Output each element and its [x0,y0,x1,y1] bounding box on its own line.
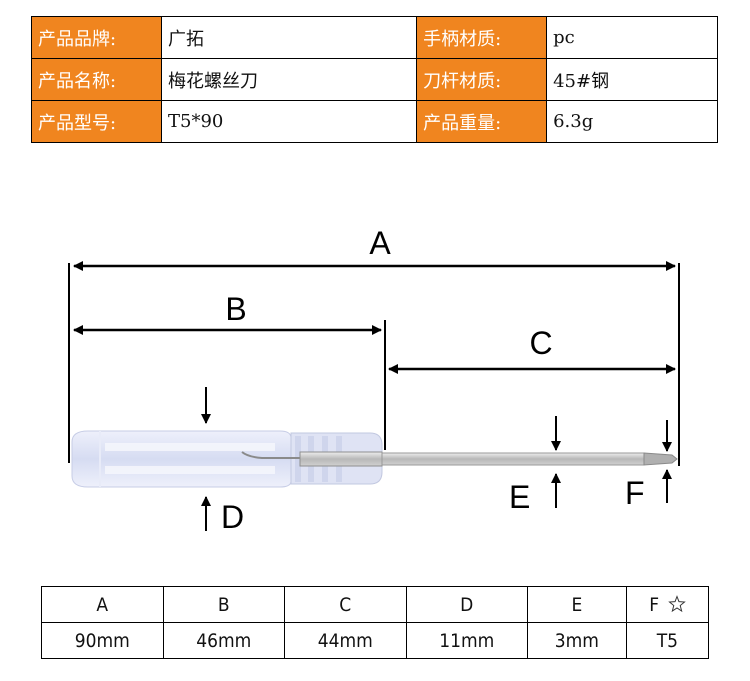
dimension-e-label: E [509,479,530,515]
dimension-header-e: E [527,586,627,623]
dimension-d-label: D [221,499,244,535]
dimension-header-b: B [162,586,285,623]
dimension-header-c: C [284,586,407,623]
dimension-value-a: 90mm [41,622,164,659]
dimension-value-c: 44mm [284,622,407,659]
product-name-value: 梅花螺丝刀 [160,58,418,101]
weight-label: 产品重量: [416,100,548,143]
dimension-value-b: 46mm [162,622,285,659]
spec-row: 产品品牌: 广拓 手柄材质: pc [31,16,718,59]
weight-value: 6.3g [546,100,718,143]
dimension-header-a: A [41,586,164,623]
dimension-value-row: 90mm 46mm 44mm 11mm 3mm T5 [41,622,710,659]
dimension-value-e: 3mm [527,622,627,659]
dimension-value-f: T5 [625,622,710,659]
spec-table: 产品品牌: 广拓 手柄材质: pc 产品名称: 梅花螺丝刀 刀杆材质: 45#钢… [31,16,718,143]
brand-label: 产品品牌: [31,16,162,59]
shaft-material-value: 45#钢 [546,58,718,101]
spec-row: 产品型号: T5*90 产品重量: 6.3g [31,100,718,143]
dimension-value-d: 11mm [405,622,528,659]
shaft-material-label: 刀杆材质: [416,58,548,101]
spec-row: 产品名称: 梅花螺丝刀 刀杆材质: 45#钢 [31,58,718,101]
brand-value: 广拓 [160,16,418,59]
screwdriver-shaft [241,451,678,467]
dimension-f-label: F [625,475,645,511]
product-name-label: 产品名称: [31,58,162,101]
dimension-header-d: D [405,586,528,623]
dimension-header-f-cell: F [625,586,710,623]
dimension-c-label: C [529,325,552,361]
dimension-a-label: A [369,225,391,261]
handle-material-value: pc [546,16,718,59]
dimension-b-label: B [225,291,246,327]
model-label: 产品型号: [31,100,162,143]
model-value: T5*90 [160,100,418,143]
dimension-header-row: A B C D E F [41,586,710,623]
star-outline-icon [667,594,686,612]
dimension-header-f: F [649,593,660,616]
dimension-table: A B C D E F 90mm 46mm 44mm 11mm 3mm T5 [41,586,710,659]
